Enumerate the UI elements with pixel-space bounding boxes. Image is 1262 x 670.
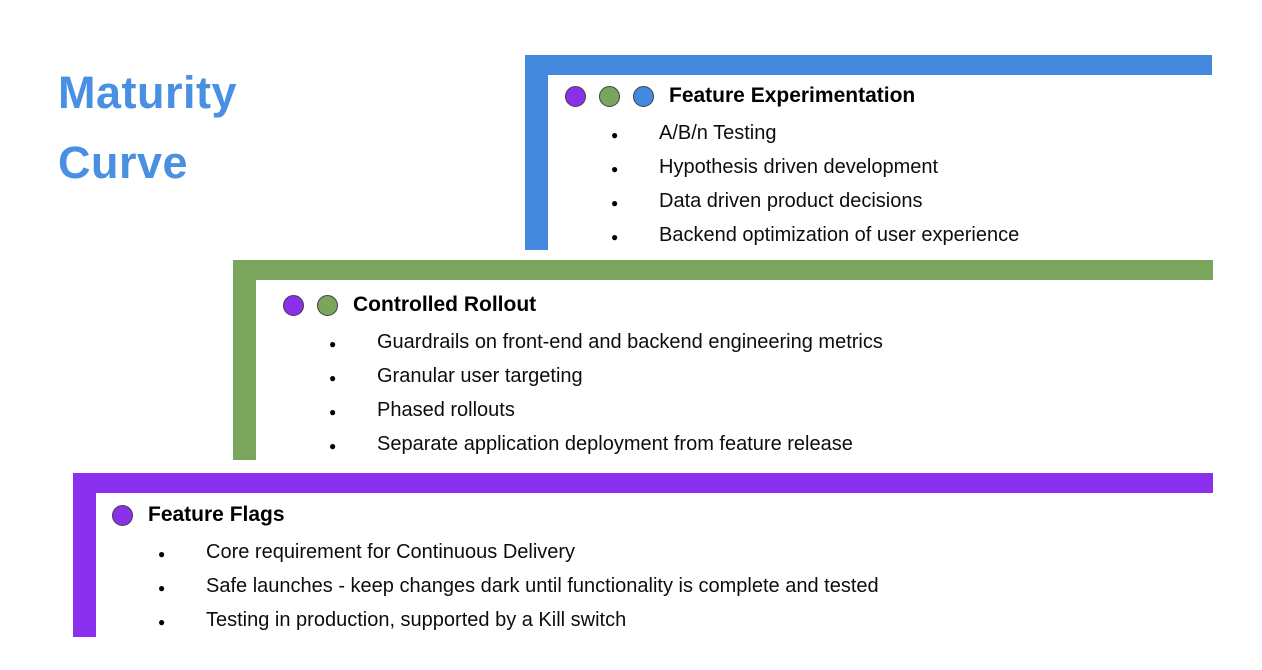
tier-left-bar	[525, 55, 548, 250]
bullet-text: Backend optimization of user experience	[659, 224, 1020, 246]
slide-title-line-1: Maturity	[58, 67, 238, 118]
tier-content: Feature Flags ● Core requirement for Cont…	[96, 493, 1213, 637]
bullet-text: Testing in production, supported by a Ki…	[206, 609, 627, 631]
tier-left-bar	[73, 473, 96, 637]
bullet-text: Granular user targeting	[377, 365, 583, 387]
tier-left-bar	[233, 260, 256, 460]
bullet-icon: ●	[158, 581, 166, 595]
list-item: ● Phased rollouts	[283, 394, 1213, 428]
maturity-dot-purple-icon	[112, 504, 133, 526]
slide-title: Maturity Curve	[58, 58, 237, 198]
list-item: ● Testing in production, supported by a K…	[112, 604, 1213, 638]
tier-title: Feature Experimentation	[669, 84, 916, 107]
bullet-icon: ●	[611, 128, 619, 142]
bullet-icon: ●	[158, 615, 166, 629]
list-item: ● A/B/n Testing	[565, 117, 1212, 151]
tier-bullet-list: ● A/B/n Testing ● Hypothesis driven develo…	[565, 117, 1212, 253]
tier-feature-flags: Feature Flags ● Core requirement for Cont…	[73, 473, 1213, 637]
tier-content: Feature Experimentation ● A/B/n Testing ●…	[548, 75, 1212, 250]
bullet-icon: ●	[329, 337, 337, 351]
tier-content: Controlled Rollout ● Guardrails on front-…	[256, 280, 1213, 460]
tier-header: Feature Flags	[112, 502, 1213, 528]
bullet-text: Hypothesis driven development	[659, 156, 939, 178]
slide-title-line-2: Curve	[58, 136, 189, 188]
tier-top-bar	[233, 260, 1213, 280]
tier-title: Controlled Rollout	[353, 293, 537, 316]
list-item: ● Guardrails on front-end and backend eng…	[283, 326, 1213, 360]
bullet-text: Guardrails on front-end and backend engi…	[377, 331, 883, 353]
tier-header: Controlled Rollout	[283, 292, 1213, 318]
bullet-icon: ●	[329, 405, 337, 419]
tier-top-bar	[525, 55, 1212, 75]
bullet-icon: ●	[329, 371, 337, 385]
bullet-text: A/B/n Testing	[659, 122, 777, 144]
list-item: ● Safe launches - keep changes dark until…	[112, 570, 1213, 604]
maturity-dot-blue-icon	[633, 85, 654, 107]
list-item: ● Separate application deployment from fe…	[283, 428, 1213, 462]
list-item: ● Granular user targeting	[283, 360, 1213, 394]
tier-controlled-rollout: Controlled Rollout ● Guardrails on front-…	[233, 260, 1213, 460]
bullet-text: Separate application deployment from fea…	[377, 433, 853, 455]
tier-feature-experimentation: Feature Experimentation ● A/B/n Testing ●…	[525, 55, 1212, 250]
bullet-text: Core requirement for Continuous Delivery	[206, 541, 576, 563]
list-item: ● Backend optimization of user experience	[565, 219, 1212, 253]
bullet-text: Data driven product decisions	[659, 190, 923, 212]
maturity-dot-green-icon	[317, 294, 338, 316]
maturity-dot-purple-icon	[283, 294, 304, 316]
list-item: ● Hypothesis driven development	[565, 151, 1212, 185]
list-item: ● Core requirement for Continuous Deliver…	[112, 536, 1213, 570]
bullet-icon: ●	[158, 547, 166, 561]
bullet-icon: ●	[611, 196, 619, 210]
bullet-text: Phased rollouts	[377, 399, 515, 421]
tier-bullet-list: ● Core requirement for Continuous Deliver…	[112, 536, 1213, 638]
bullet-icon: ●	[329, 439, 337, 453]
bullet-text: Safe launches - keep changes dark until …	[206, 575, 879, 597]
tier-title: Feature Flags	[148, 503, 285, 526]
bullet-icon: ●	[611, 162, 619, 176]
list-item: ● Data driven product decisions	[565, 185, 1212, 219]
tier-top-bar	[73, 473, 1213, 493]
maturity-dot-purple-icon	[565, 85, 586, 107]
maturity-dot-green-icon	[599, 85, 620, 107]
bullet-icon: ●	[611, 230, 619, 244]
tier-header: Feature Experimentation	[565, 83, 1212, 109]
tier-bullet-list: ● Guardrails on front-end and backend eng…	[283, 326, 1213, 462]
